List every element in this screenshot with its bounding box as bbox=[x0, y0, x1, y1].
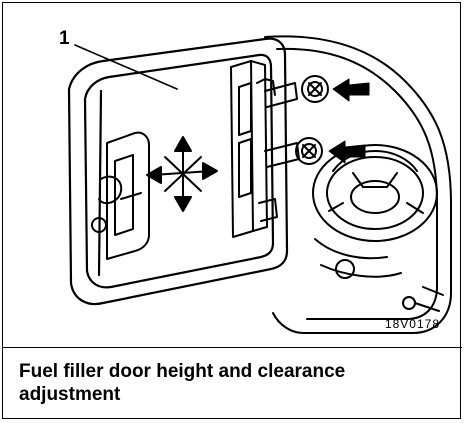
door-hinge bbox=[230, 60, 300, 238]
body-opening bbox=[264, 35, 452, 334]
lower-bolt-icon bbox=[295, 137, 323, 165]
illustration-frame: 1 18V0178 Fuel filler door height and cl… bbox=[2, 2, 462, 419]
callout-leader-line bbox=[74, 44, 178, 90]
mounting-bolts bbox=[295, 75, 329, 165]
adjustment-direction-icon bbox=[146, 136, 218, 212]
door-latch bbox=[91, 131, 150, 260]
fuel-filler-door-diagram: 1 18V0178 bbox=[3, 3, 462, 348]
fuel-cap bbox=[312, 144, 438, 260]
figure-code: 18V0178 bbox=[384, 317, 440, 331]
callout-number: 1 bbox=[59, 28, 70, 49]
upper-arrow-icon bbox=[332, 78, 370, 102]
lower-arrow-icon bbox=[328, 140, 366, 164]
upper-bolt-icon bbox=[301, 75, 329, 103]
bolt-pointer-arrows bbox=[328, 78, 370, 164]
diagram-drawing bbox=[67, 35, 452, 334]
figure-caption: Fuel filler door height and clearance ad… bbox=[19, 361, 346, 405]
filler-door-panel bbox=[67, 37, 289, 306]
